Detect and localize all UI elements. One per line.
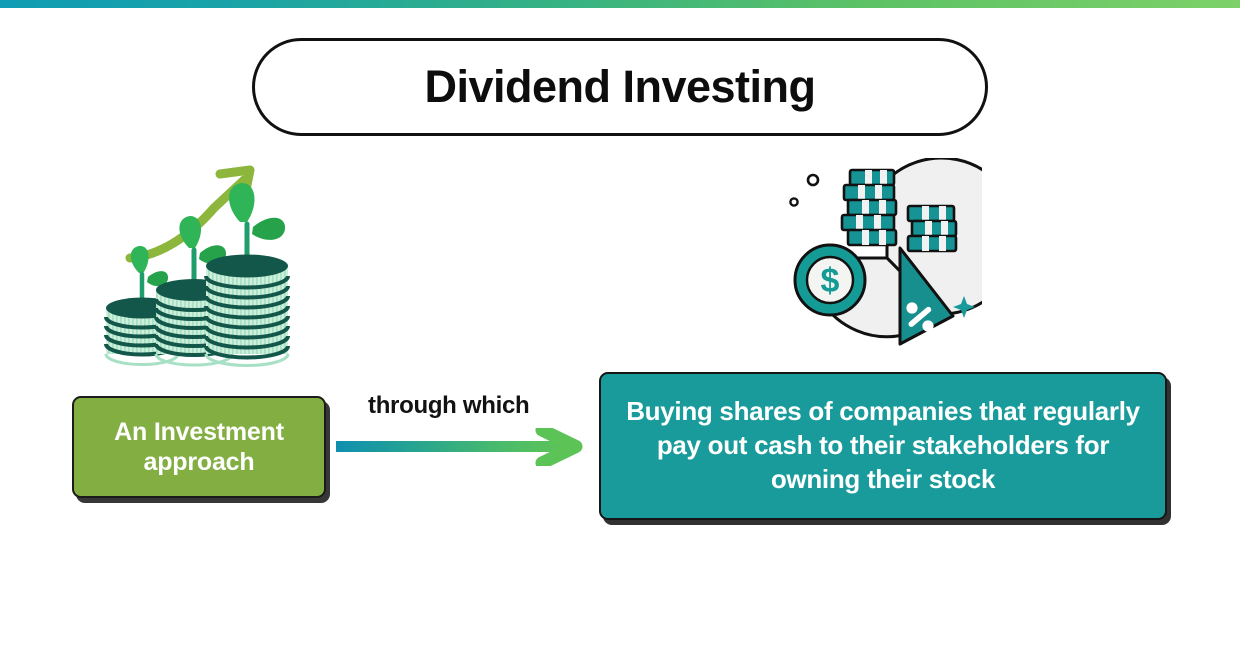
pie-chart-dividend-payout-icon: $: [782, 156, 1021, 358]
page-title: Dividend Investing: [424, 61, 816, 112]
svg-text:$: $: [821, 262, 840, 300]
connector-arrow-icon: [336, 423, 588, 470]
node-dividend-definition-label: Buying shares of companies that regularl…: [626, 396, 1140, 494]
node-investment-approach-label: An Investment approach: [114, 417, 284, 477]
gradient-accent-bar: [0, 0, 1240, 8]
connector-label: through which: [368, 392, 530, 419]
node-dividend-definition[interactable]: Buying shares of companies that regularl…: [599, 372, 1167, 520]
page-title-pill: Dividend Investing: [252, 38, 988, 136]
growing-coin-stacks-with-plants-icon: [92, 158, 302, 373]
node-investment-approach[interactable]: An Investment approach: [72, 396, 326, 498]
